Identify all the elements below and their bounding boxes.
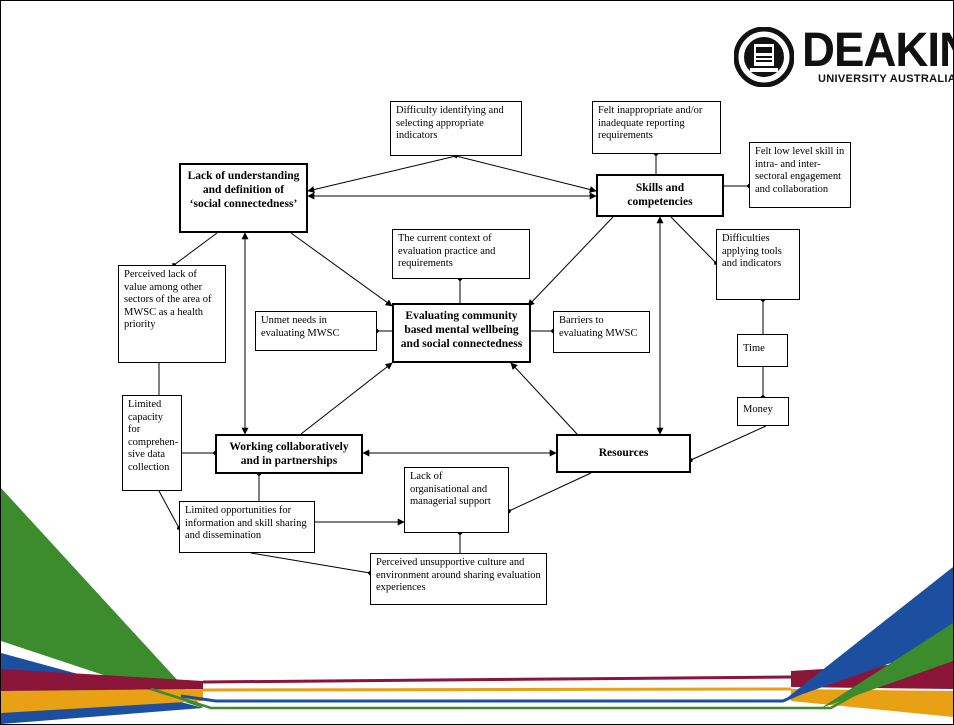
node-evaluating-central: Evaluating community based mental wellbe… <box>392 303 531 363</box>
green-swoosh-left <box>1 488 203 708</box>
node-low-level-skill: Felt low level skill in intra- and inter… <box>749 142 851 208</box>
node-skills-and-competencies: Skills and competencies <box>596 174 724 217</box>
blue-line <box>180 691 802 703</box>
node-resources: Resources <box>556 434 691 473</box>
node-money: Money <box>737 397 789 426</box>
node-difficulties-applying-tools: Difficulties applying tools and indicato… <box>716 229 800 300</box>
node-working-collaboratively: Working collaboratively and in partnersh… <box>215 434 363 474</box>
node-perceived-lack-of-value: Perceived lack of value among other sect… <box>118 265 226 363</box>
orange-band-left <box>1 689 203 713</box>
node-time: Time <box>737 334 788 367</box>
node-limited-capacity: Limited capacity for comprehen-sive data… <box>122 395 182 491</box>
maroon-band-left <box>1 669 203 691</box>
blue-swoosh-right <box>783 567 953 701</box>
orange-band-right <box>791 689 953 717</box>
node-limited-opportunities: Limited opportunities for information an… <box>179 501 315 553</box>
logo-subtitle: UNIVERSITY AUSTRALIA <box>818 73 954 85</box>
maroon-line <box>202 675 792 684</box>
green-line <box>150 687 862 710</box>
node-lack-of-understanding: Lack of understanding and definition of … <box>179 163 308 233</box>
logo-wordmark: DEAKIN <box>802 24 953 77</box>
orange-line <box>202 687 792 692</box>
node-reporting-requirements: Felt inappropriate and/or inadequate rep… <box>592 101 721 154</box>
green-swoosh-right <box>821 623 953 708</box>
node-difficulty-indicators: Difficulty identifying and selecting app… <box>390 101 522 156</box>
deakin-logo: DEAKIN UNIVERSITY AUSTRALIA <box>734 24 954 95</box>
node-unmet-needs: Unmet needs in evaluating MWSC <box>255 311 377 351</box>
node-barriers: Barriers to evaluating MWSC <box>553 311 650 353</box>
node-current-context: The current context of evaluation practi… <box>392 229 530 279</box>
node-lack-org-support: Lack of organisational and managerial su… <box>404 467 509 533</box>
node-unsupportive-culture: Perceived unsupportive culture and envir… <box>370 553 547 605</box>
deakin-crest-icon <box>734 27 794 87</box>
